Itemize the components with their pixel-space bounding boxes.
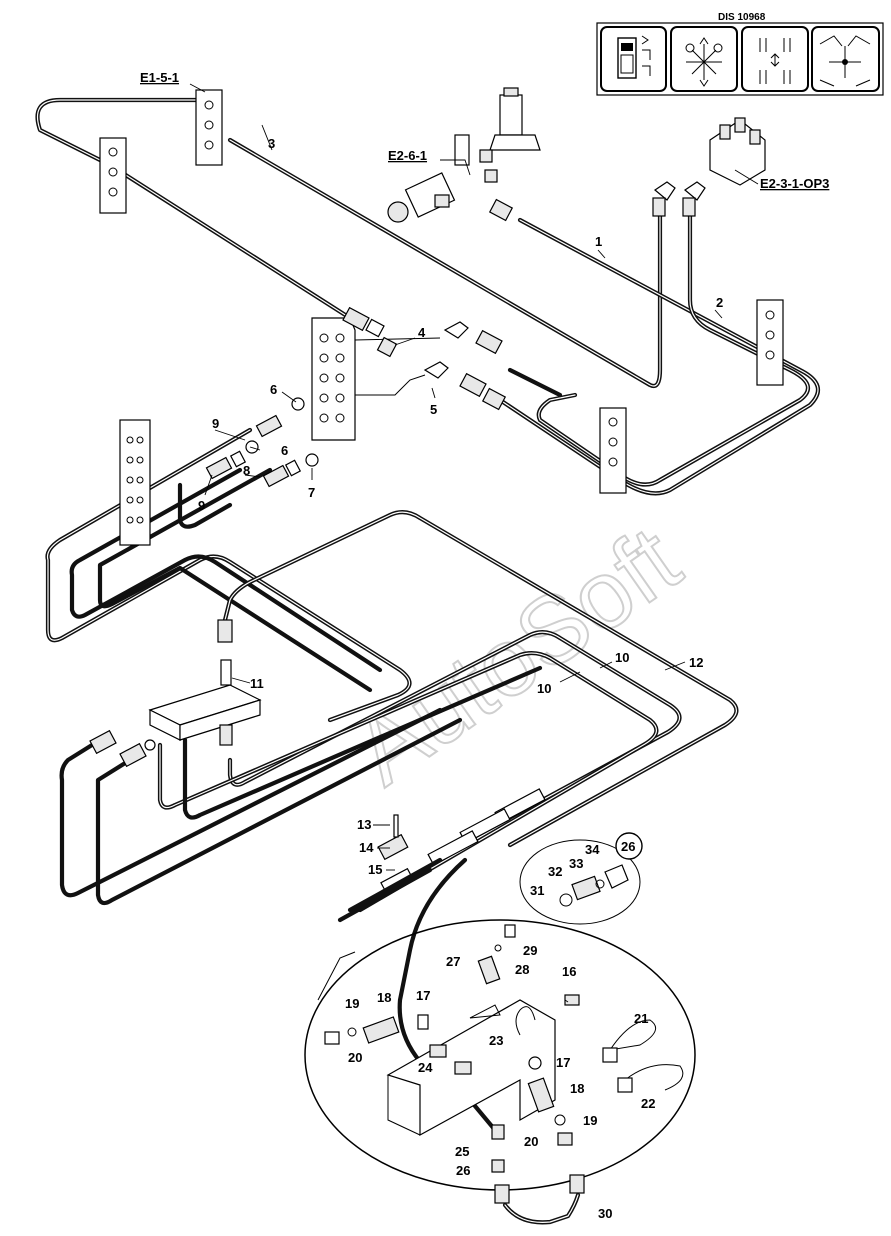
ref-e1-5-1: E1-5-1 xyxy=(140,70,179,85)
label-24: 24 xyxy=(418,1060,433,1075)
control-valve-e2-3-1 xyxy=(652,117,766,217)
arm-rotation-icon xyxy=(811,26,880,92)
label-11: 11 xyxy=(250,676,264,691)
label-28: 28 xyxy=(515,962,529,977)
label-22: 22 xyxy=(641,1096,655,1111)
label-20b: 20 xyxy=(524,1134,538,1149)
detail-ellipse xyxy=(304,919,696,1191)
clamp-block-left-top xyxy=(99,137,127,214)
label-9a: 9 xyxy=(212,416,219,431)
ref-e2-6-1: E2-6-1 xyxy=(388,148,427,163)
leader-lines xyxy=(189,83,759,1003)
label-6a: 6 xyxy=(270,382,277,397)
detail-26-cluster xyxy=(519,832,643,925)
label-25: 25 xyxy=(455,1144,469,1159)
hose-routing-lower xyxy=(45,427,739,913)
valve-cluster-e2-6-1 xyxy=(387,87,541,223)
label-19b: 19 xyxy=(583,1113,597,1128)
label-32: 32 xyxy=(548,864,562,879)
label-27: 27 xyxy=(446,954,460,969)
distribution-block xyxy=(89,619,262,768)
label-2: 2 xyxy=(716,295,723,310)
header-icon-box: DIS 10968 xyxy=(596,12,884,96)
track-travel-icon xyxy=(741,26,809,92)
reference-labels: E1-5-1 E2-6-1 E2-3-1-OP3 xyxy=(140,70,829,191)
clamp-block-right-lower xyxy=(599,407,627,494)
label-26b: 26 xyxy=(621,839,635,854)
label-30: 30 xyxy=(598,1206,612,1221)
label-17a: 17 xyxy=(416,988,430,1003)
label-9b: 9 xyxy=(198,498,205,513)
ref-e2-3-1-op3: E2-3-1-OP3 xyxy=(760,176,829,191)
label-21: 21 xyxy=(634,1011,648,1026)
label-19a: 19 xyxy=(345,996,359,1011)
label-10b: 10 xyxy=(537,681,551,696)
fittings-upper xyxy=(205,306,507,488)
label-13: 13 xyxy=(357,817,371,832)
label-34: 34 xyxy=(585,842,600,857)
label-4: 4 xyxy=(418,325,426,340)
dis-code: DIS 10968 xyxy=(718,12,766,23)
label-6b: 6 xyxy=(281,443,288,458)
label-17b: 17 xyxy=(556,1055,570,1070)
clamp-block-e1-left xyxy=(195,89,223,166)
hose-routing-upper xyxy=(35,97,821,496)
label-29: 29 xyxy=(523,943,537,958)
clamp-block-right-upper xyxy=(756,299,784,386)
label-15: 15 xyxy=(368,862,382,877)
label-3: 3 xyxy=(268,136,275,151)
label-14: 14 xyxy=(359,840,374,855)
machine-control-icon xyxy=(600,26,667,92)
label-31: 31 xyxy=(530,883,544,898)
label-33: 33 xyxy=(569,856,583,871)
label-7: 7 xyxy=(308,485,315,500)
label-1: 1 xyxy=(595,234,602,249)
label-8: 8 xyxy=(243,463,250,478)
label-20a: 20 xyxy=(348,1050,362,1065)
label-18a: 18 xyxy=(377,990,391,1005)
label-10a: 10 xyxy=(615,650,629,665)
label-23: 23 xyxy=(489,1033,503,1048)
label-16: 16 xyxy=(562,964,576,979)
boom-movement-icon xyxy=(670,26,738,92)
hose-30 xyxy=(494,1174,585,1225)
label-12: 12 xyxy=(689,655,703,670)
mounting-bracket-left xyxy=(119,419,151,546)
part-number-labels: 1 2 3 4 5 6 6 7 8 9 9 10 10 11 12 13 14 … xyxy=(198,136,723,1221)
label-18b: 18 xyxy=(570,1081,584,1096)
label-26a: 26 xyxy=(456,1163,470,1178)
label-5: 5 xyxy=(430,402,437,417)
